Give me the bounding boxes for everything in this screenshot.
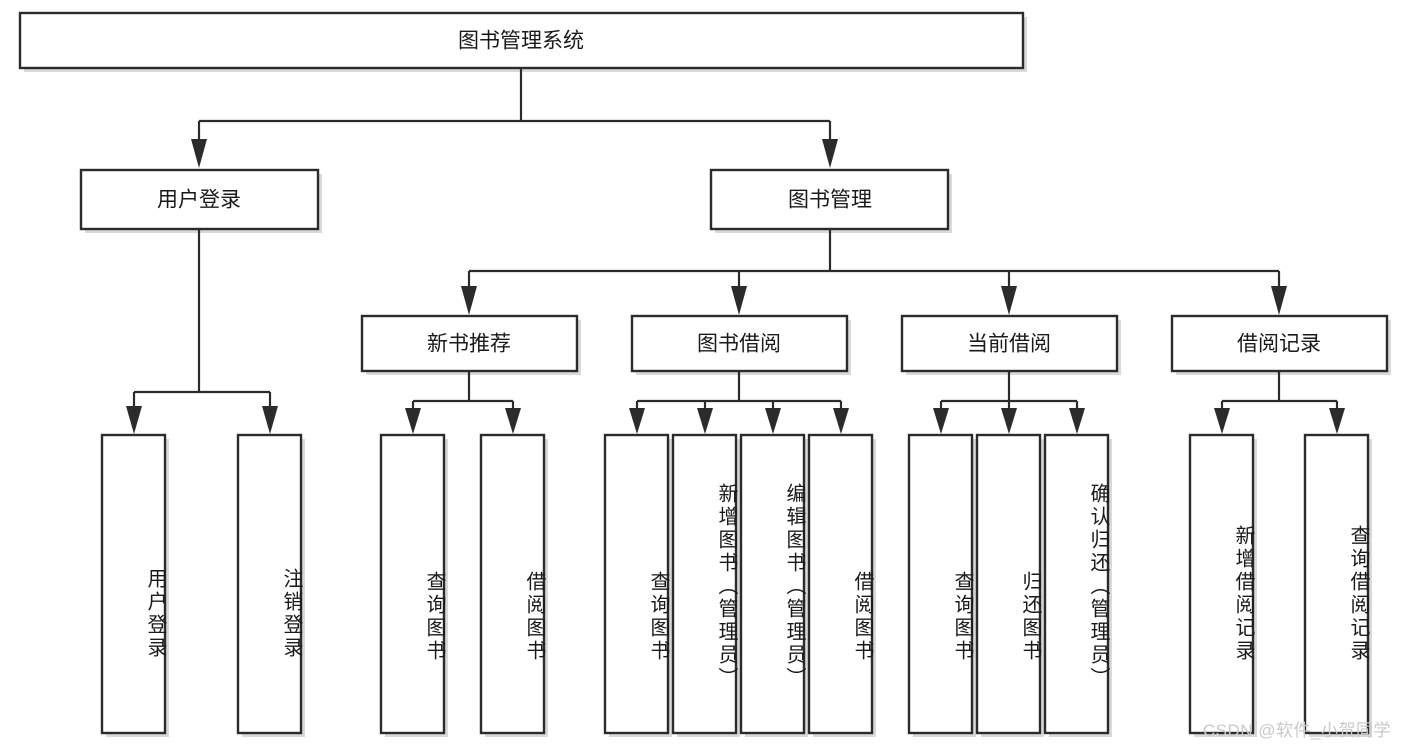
arrow-down-icon xyxy=(822,139,838,168)
connector-new-book-recommend-to-leaves xyxy=(405,371,521,434)
node-book-borrow[interactable]: 图书借阅 xyxy=(630,314,851,375)
current-borrow-label: 当前借阅 xyxy=(967,333,1051,356)
leaf-node-query-book-3[interactable] xyxy=(907,433,976,737)
arrow-down-icon xyxy=(191,139,207,168)
connector-user-login-to-leaves xyxy=(126,229,278,434)
leaf-box xyxy=(236,433,303,735)
root-box xyxy=(18,11,1025,70)
leaf-node-return-book[interactable] xyxy=(975,433,1044,737)
leaf-box xyxy=(1303,433,1370,735)
leaf-box xyxy=(379,433,446,735)
arrow-down-icon xyxy=(262,406,278,434)
node-new-book-recommend[interactable]: 新书推荐 xyxy=(360,314,581,375)
arrow-down-icon xyxy=(505,408,521,434)
node-root[interactable]: 图书管理系统 xyxy=(18,11,1027,72)
leaf-node-query-book-1[interactable] xyxy=(379,433,448,737)
leaf-node-user-login[interactable] xyxy=(100,433,169,737)
leaf-node-borrow-book-2[interactable] xyxy=(807,433,876,737)
arrow-down-icon xyxy=(697,408,713,434)
arrow-down-icon xyxy=(1329,408,1345,434)
csdn-watermark: CSDN @软件_小贺同学 xyxy=(1202,721,1391,740)
leaf-node-edit-book[interactable] xyxy=(739,433,808,737)
node-book-manage[interactable]: 图书管理 xyxy=(709,168,952,233)
arrow-down-icon xyxy=(1001,286,1017,315)
arrow-down-icon xyxy=(1271,286,1287,315)
arrow-down-icon xyxy=(833,408,849,434)
leaf-box xyxy=(603,433,670,735)
node-user-login[interactable]: 用户登录 xyxy=(79,168,322,233)
leaf-box xyxy=(807,433,874,735)
book-manage-label: 图书管理 xyxy=(788,189,872,212)
new-book-recommend-box xyxy=(360,314,579,373)
arrow-down-icon xyxy=(629,408,645,434)
leaf-node-add-book[interactable] xyxy=(671,433,740,737)
arrow-down-icon xyxy=(1001,408,1017,434)
leaf-box xyxy=(907,433,974,735)
arrow-down-icon xyxy=(765,408,781,434)
leaf-box xyxy=(479,433,546,735)
connector-borrow-record-to-leaves xyxy=(1214,371,1345,434)
leaf-node-user-logout[interactable] xyxy=(236,433,305,737)
arrow-down-icon xyxy=(933,408,949,434)
book-borrow-label: 图书借阅 xyxy=(697,333,781,356)
leaf-box xyxy=(671,433,738,735)
node-current-borrow[interactable]: 当前借阅 xyxy=(900,314,1121,375)
node-borrow-record[interactable]: 借阅记录 xyxy=(1170,314,1391,375)
leaf-node-add-record[interactable] xyxy=(1188,433,1257,737)
leaf-box xyxy=(1043,433,1110,735)
borrow-record-label: 借阅记录 xyxy=(1237,333,1321,356)
leaf-node-query-book-2[interactable] xyxy=(603,433,672,737)
arrow-down-icon xyxy=(126,406,142,434)
user-login-label: 用户登录 xyxy=(157,189,241,212)
user-login-box xyxy=(79,168,320,231)
arrow-down-icon xyxy=(1214,408,1230,434)
new-book-recommend-label: 新书推荐 xyxy=(427,333,511,356)
connector-root-to-level2 xyxy=(191,68,838,168)
leaf-node-query-record[interactable] xyxy=(1303,433,1372,737)
leaf-node-confirm-return[interactable] xyxy=(1043,433,1112,737)
current-borrow-box xyxy=(900,314,1119,373)
borrow-record-box xyxy=(1170,314,1389,373)
root-label: 图书管理系统 xyxy=(458,30,584,53)
arrow-down-icon xyxy=(731,286,747,315)
leaf-box xyxy=(100,433,167,735)
leaf-box xyxy=(1188,433,1255,735)
arrow-down-icon xyxy=(461,286,477,315)
leaf-node-borrow-book-1[interactable] xyxy=(479,433,548,737)
arrow-down-icon xyxy=(405,408,421,434)
leaf-box xyxy=(975,433,1042,735)
connector-book-borrow-to-leaves xyxy=(629,371,849,434)
connector-current-borrow-to-leaves xyxy=(933,371,1085,434)
connector-book-manage-to-level3 xyxy=(461,229,1287,315)
arrow-down-icon xyxy=(1069,408,1085,434)
leaf-box xyxy=(739,433,806,735)
